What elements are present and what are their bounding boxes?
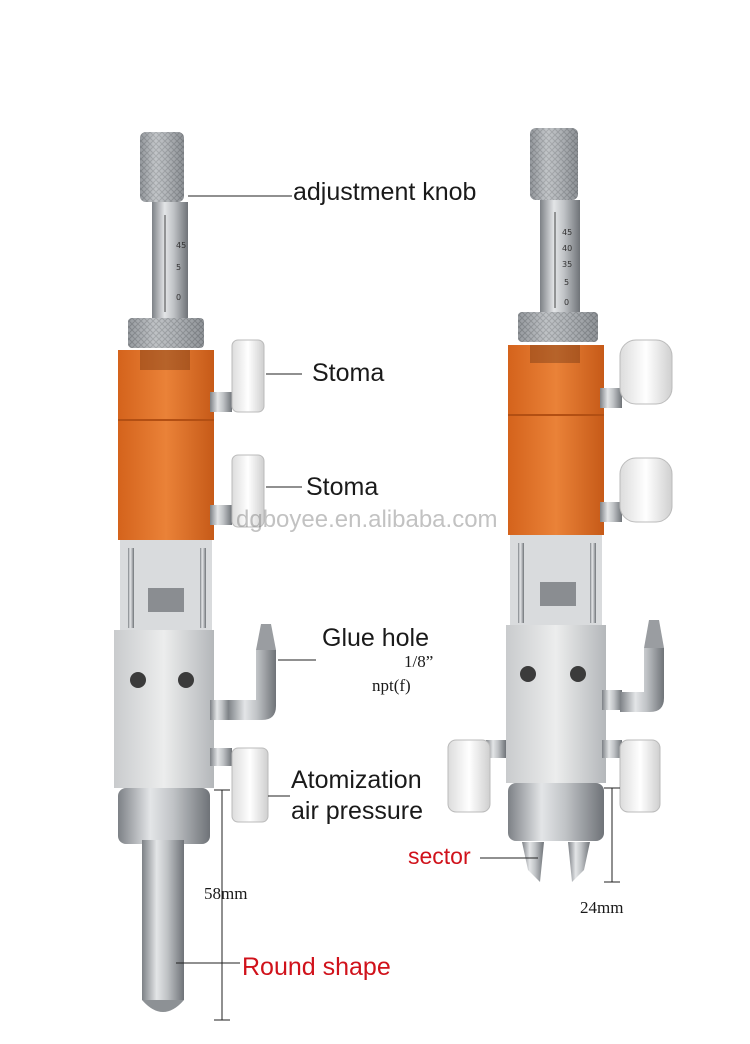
right-glue-elbow	[620, 648, 664, 712]
dimension-24mm	[604, 787, 620, 883]
scale-mark-0: 0	[564, 298, 570, 307]
left-round-nozzle	[142, 840, 184, 1000]
label-atomization-line1: Atomization	[291, 766, 422, 794]
right-aluminium-block	[506, 625, 606, 783]
right-dispenser	[447, 128, 673, 882]
scale-mark-40: 40	[562, 244, 573, 253]
left-glue-elbow	[228, 650, 276, 720]
left-stoma-fitting-top	[231, 339, 265, 413]
right-sector-nozzle	[522, 842, 544, 882]
left-stoma-fitting-bottom	[231, 454, 265, 528]
label-thread-size: 1/8”	[404, 652, 434, 671]
svg-text:5: 5	[176, 263, 181, 272]
left-dispenser: 45 5 0	[114, 132, 276, 1012]
left-rail-section	[120, 540, 212, 630]
right-fitting-right-low	[619, 739, 661, 813]
left-orange-body	[118, 350, 214, 540]
right-fitting-bottom	[619, 457, 673, 523]
left-knob-barrel	[152, 202, 188, 322]
right-rail-section	[510, 535, 602, 625]
label-atomization-line2: air pressure	[291, 797, 423, 825]
right-nozzle-collar	[508, 783, 604, 841]
svg-text:0: 0	[176, 293, 181, 302]
scale-mark-45: 45	[562, 228, 573, 237]
right-orange-body	[508, 345, 604, 535]
left-atomization-fitting	[231, 747, 269, 823]
right-fitting-top	[619, 339, 673, 405]
label-dim-58mm: 58mm	[204, 884, 248, 903]
right-fitting-left-low	[447, 739, 491, 813]
label-stoma-top: Stoma	[312, 359, 385, 387]
label-stoma-bottom: Stoma	[306, 473, 379, 501]
label-dim-24mm: 24mm	[580, 898, 624, 917]
scale-mark: 45	[176, 241, 186, 250]
label-sector: sector	[408, 843, 471, 869]
left-nozzle-collar	[118, 788, 210, 844]
scale-mark-35: 35	[562, 260, 573, 269]
label-glue-hole: Glue hole	[322, 624, 430, 652]
label-thread-type: npt(f)	[372, 676, 411, 695]
label-round-shape: Round shape	[242, 953, 391, 981]
left-aluminium-block	[114, 630, 214, 788]
right-knob-barrel	[540, 200, 580, 315]
label-adjustment-knob: adjustment knob	[293, 178, 477, 206]
dimension-58mm	[214, 789, 230, 1021]
scale-mark-5: 5	[564, 278, 570, 287]
watermark: dgboyee.en.alibaba.com	[236, 506, 498, 533]
